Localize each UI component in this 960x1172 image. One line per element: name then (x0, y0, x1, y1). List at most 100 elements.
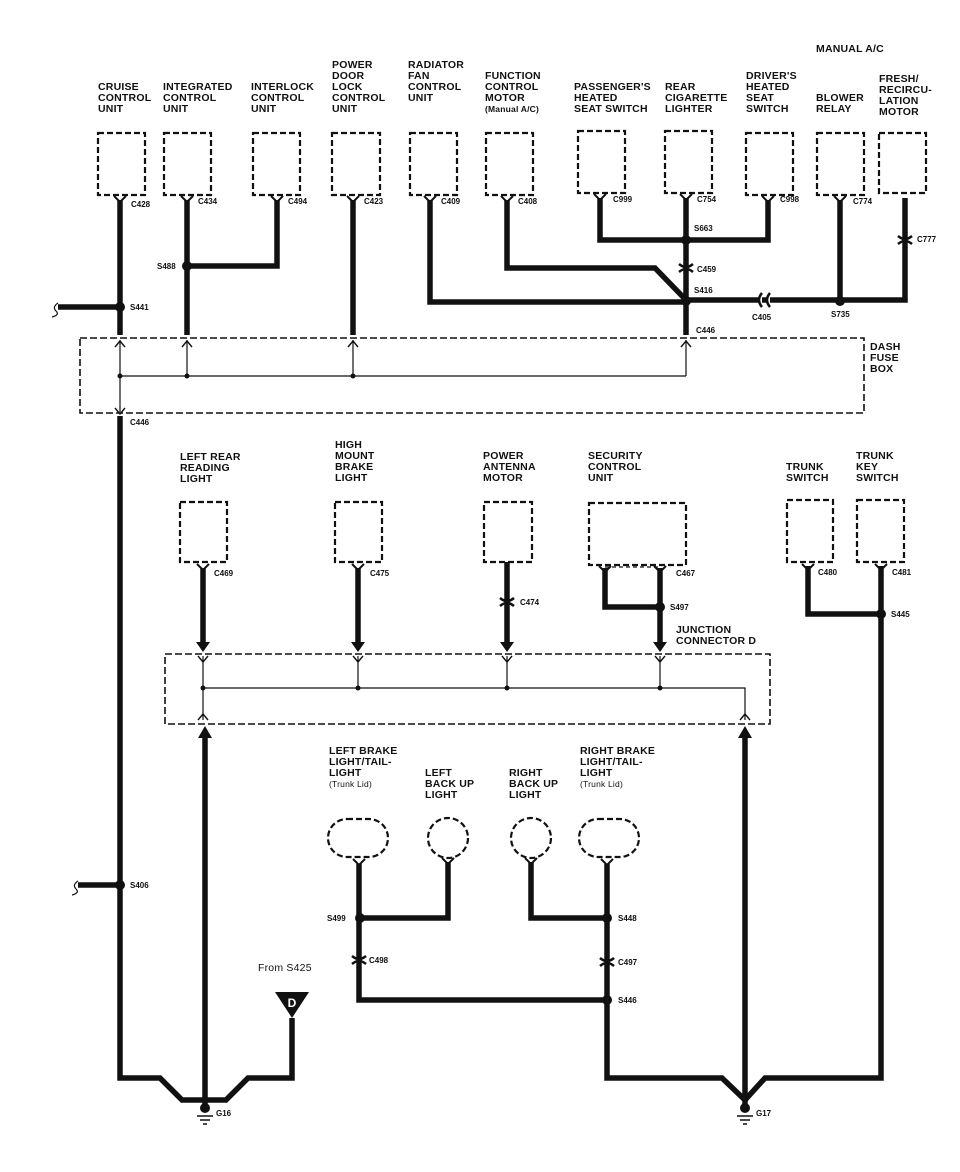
c459-connector-icon (678, 263, 694, 273)
g17-label: G17 (756, 1109, 772, 1118)
cruise-control-unit-box (96, 131, 147, 197)
s446-label: S446 (618, 996, 637, 1005)
splice-s448 (602, 913, 612, 923)
s448-label: S448 (618, 914, 637, 923)
wire-trunk-to-g17 (742, 566, 884, 1102)
wire-integrated-interlock (184, 200, 280, 335)
c474-connector-icon (499, 597, 515, 607)
c469-label: C469 (214, 569, 234, 578)
d-marker: From S425 D (258, 962, 312, 1018)
c498-connector-icon (351, 955, 367, 965)
c459-label: C459 (697, 265, 717, 274)
c467-label: C467 (676, 569, 696, 578)
c498-label: C498 (369, 956, 389, 965)
fresh-recirculation-motor-box (877, 131, 928, 195)
splice-s488 (182, 261, 192, 271)
s488-label: S488 (157, 262, 176, 271)
ground-icon (200, 1103, 210, 1113)
splice-s441 (115, 302, 125, 312)
s497-label: S497 (670, 603, 689, 612)
junction-connector-outline (164, 653, 771, 725)
dash-fuse-box-bus (119, 340, 687, 412)
middle-component-boxes (178, 498, 906, 567)
c481-label: C481 (892, 568, 912, 577)
dash-fuse-box-outline (79, 337, 865, 414)
c998-label: C998 (780, 195, 800, 204)
c405-connector-icon (757, 292, 771, 308)
s663-label: S663 (694, 224, 713, 233)
c446-top-label: C446 (696, 326, 716, 335)
left-backup-light (426, 816, 470, 860)
passenger-seat-switch-box (576, 129, 627, 195)
radiator-fan-unit-box (408, 131, 459, 197)
junction-arrow-icons (196, 642, 667, 652)
c774-label: C774 (853, 197, 873, 206)
c408-label: C408 (518, 197, 538, 206)
wire-function (504, 200, 688, 302)
security-control-unit-box (587, 501, 688, 567)
c497-label: C497 (618, 958, 638, 967)
c409-label: C409 (441, 197, 461, 206)
top-connector-labels: C428 C434 C494 C423 C409 C408 C999 C754 … (130, 195, 937, 335)
wire-security-s497 (602, 568, 660, 610)
s735-label: S735 (831, 310, 850, 319)
interlock-control-unit-box (251, 131, 302, 197)
trunk-key-switch-box (855, 498, 906, 564)
wire-radiator (427, 200, 686, 305)
high-mount-brake-light-box (333, 500, 384, 564)
splice-s497 (655, 602, 665, 612)
s441-label: S441 (130, 303, 149, 312)
splice-s499 (355, 913, 365, 923)
c428-label: C428 (131, 200, 151, 209)
lights: S499 C498 S448 C497 S446 (326, 816, 641, 1005)
connector-marks (113, 193, 847, 204)
wire-s446-to-g17 (604, 1000, 747, 1102)
splice-s416 (681, 296, 691, 306)
wire-s416-s735 (686, 198, 908, 303)
right-brake-light (577, 817, 641, 859)
c777-connector-icon (897, 235, 913, 245)
wire-c446-to-g16 (117, 416, 205, 1103)
wire-break-icon (51, 302, 59, 318)
c475-label: C475 (370, 569, 390, 578)
integrated-control-unit-box (162, 131, 213, 197)
junction-up-arrow-icons (198, 726, 752, 738)
left-brake-light (326, 817, 390, 859)
middle-connector-marks (196, 563, 888, 574)
trunk-switch-box (785, 498, 835, 564)
blower-relay-box (815, 131, 866, 197)
top-component-boxes (96, 129, 928, 197)
fuse-box-terminal-marks (114, 339, 692, 416)
c777-label: C777 (917, 235, 937, 244)
splice-s406 (115, 880, 125, 890)
ground-wires: S406 (71, 416, 752, 1105)
splice-s735 (835, 296, 845, 306)
function-control-motor-box (484, 131, 535, 197)
s406-label: S406 (130, 881, 149, 890)
c494-label: C494 (288, 197, 308, 206)
